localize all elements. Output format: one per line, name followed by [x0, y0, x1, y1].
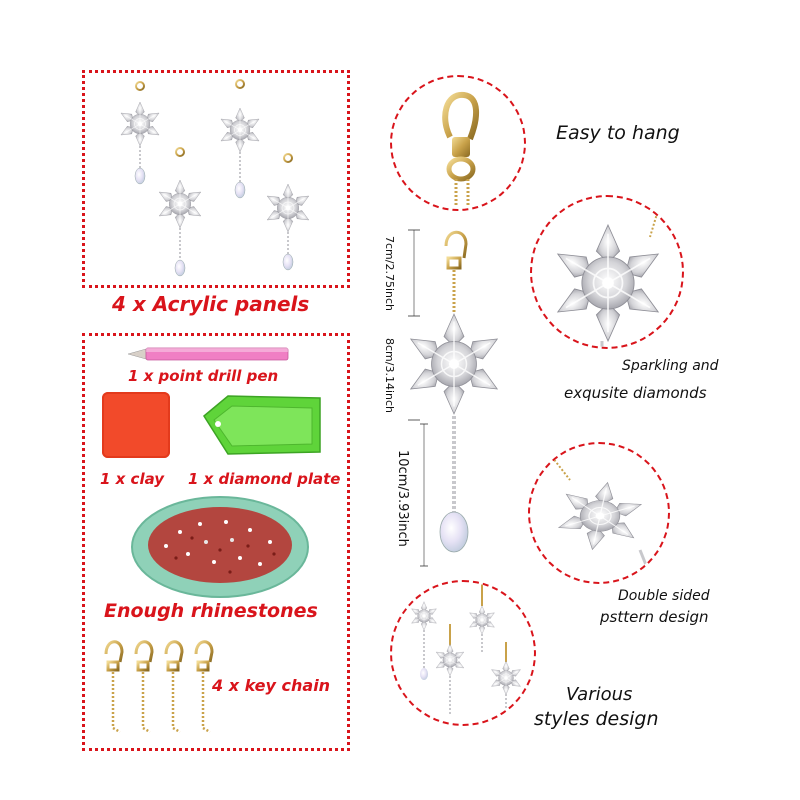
ornament-3 — [156, 147, 204, 277]
various-styles-image — [409, 582, 523, 722]
feature-sparkle-circle — [530, 195, 684, 349]
feature-sparkle-line2: exqusite diamonds — [564, 384, 707, 402]
double-side-closeup-image — [541, 444, 651, 571]
clay-image — [102, 392, 170, 458]
drill-pen-label: 1 x point drill pen — [128, 367, 279, 385]
ornament-1 — [118, 81, 162, 185]
feature-various-circle — [390, 580, 536, 726]
dim-mid-label: 8cm/3.14inch — [383, 338, 396, 414]
acrylic-panels-box — [82, 70, 350, 288]
clay-label: 1 x clay — [100, 470, 165, 488]
dim-top-label: 7cm/2.75inch — [383, 236, 396, 312]
feature-sparkle-line1: Sparkling and — [622, 358, 719, 374]
feature-double-line1: Double sided — [618, 588, 710, 604]
acrylic-panels-label: 4 x Acrylic panels — [112, 292, 310, 316]
feature-hang-label: Easy to hang — [556, 122, 680, 144]
rhinestones-label: Enough rhinestones — [104, 600, 318, 622]
dim-bottom-label: 10cm/3.93inch — [395, 450, 410, 547]
feature-double-circle — [528, 442, 670, 584]
ornament-2 — [218, 79, 262, 199]
diamond-plate-label: 1 x diamond plate — [188, 470, 341, 488]
key-chains-image — [104, 640, 214, 734]
rhinestones-image — [131, 496, 309, 598]
sparkle-closeup-image — [551, 197, 665, 347]
acrylic-panels-image — [118, 79, 312, 277]
sized-ornament-image — [404, 229, 504, 567]
clasp-image — [442, 91, 479, 207]
feature-various-line2: styles design — [534, 708, 659, 730]
feature-double-line2: psttern design — [600, 608, 709, 626]
drill-pen-image — [128, 347, 289, 361]
ornament-4 — [264, 153, 312, 271]
key-chain-label: 4 x key chain — [212, 676, 331, 695]
feature-hang-circle — [390, 75, 526, 211]
feature-various-line1: Various — [566, 684, 633, 705]
kit-contents-box — [82, 333, 350, 751]
diamond-plate-image — [203, 395, 321, 455]
